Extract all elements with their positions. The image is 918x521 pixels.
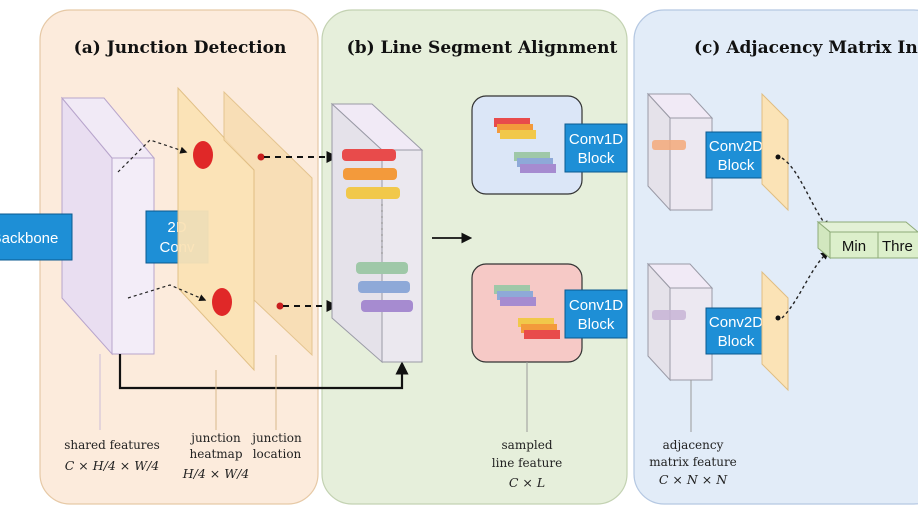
conv2d-block-top: Conv2D Block bbox=[705, 131, 767, 179]
line-features-bottom-bars bbox=[356, 262, 413, 312]
conv1d-top-label-1: Conv1D bbox=[569, 131, 623, 148]
conv2d-block-bottom: Conv2D Block bbox=[705, 307, 767, 355]
shared-to-heatmap-bottom-line bbox=[127, 284, 207, 302]
threshold-label: Thre bbox=[882, 238, 913, 255]
junction-location-caption-2: location bbox=[253, 447, 302, 461]
adjacency-caption-2: matrix feature bbox=[649, 455, 737, 469]
sampled-math: C × L bbox=[509, 475, 545, 490]
positive-branch-feature-stack bbox=[494, 118, 556, 173]
conv1d-block-bottom: Conv1D Block bbox=[564, 289, 628, 339]
junction-heatmap-math: H/4 × W/4 bbox=[182, 466, 250, 481]
top-output-dot bbox=[775, 154, 781, 160]
junction-heatmap-peak-top bbox=[193, 141, 213, 169]
junction-location-dot-bottom bbox=[276, 302, 284, 310]
line-features-top-bars bbox=[342, 149, 400, 199]
conv1d-bottom-label-1: Conv1D bbox=[569, 297, 623, 314]
conv1d-bottom-label-2: Block bbox=[578, 316, 615, 333]
adjacency-caption-1: adjacency bbox=[663, 438, 724, 452]
bottom-output-plane bbox=[761, 270, 789, 392]
conv1d-block-top: Conv1D Block bbox=[564, 123, 628, 173]
shared-features-math: C × H/4 × W/4 bbox=[65, 458, 160, 473]
conv2d-bottom-label-2: Block bbox=[718, 333, 755, 350]
bottom-output-dot bbox=[775, 315, 781, 321]
top-output-plane bbox=[761, 92, 789, 212]
panel-b-title: (b) Line Segment Alignment bbox=[347, 38, 618, 58]
negative-branch-feature-stack bbox=[494, 285, 560, 339]
sampled-caption-2: line feature bbox=[492, 456, 562, 470]
conv2d-top-label-1: Conv2D bbox=[709, 138, 763, 155]
backbone-block: Backbone bbox=[0, 213, 73, 261]
shared-features-caption: shared features bbox=[64, 438, 160, 452]
adjacency-matrix-top-block bbox=[646, 92, 714, 212]
backbone-label: Backbone bbox=[0, 230, 58, 247]
top-to-min-curve bbox=[781, 157, 830, 230]
junction-heatmap-caption-2: heatmap bbox=[189, 447, 242, 461]
min-threshold-bar: Min Thre bbox=[816, 220, 918, 260]
adjacency-math: C × N × N bbox=[659, 472, 728, 487]
junction-location-dot-top bbox=[257, 153, 265, 161]
line-feature-block bbox=[330, 102, 424, 364]
panel-a-title: (a) Junction Detection bbox=[74, 38, 287, 58]
conv2d-bottom-label-1: Conv2D bbox=[709, 314, 763, 331]
junction-heatmap-caption-1: junction bbox=[189, 431, 241, 445]
conv2d-top-label-2: Block bbox=[718, 157, 755, 174]
adjacency-matrix-bottom-block bbox=[646, 262, 714, 382]
junction-location-caption-1: junction bbox=[250, 431, 302, 445]
sampled-caption-1: sampled bbox=[502, 438, 553, 452]
conv1d-top-label-2: Block bbox=[578, 150, 615, 167]
bottom-to-min-curve bbox=[781, 250, 830, 319]
junction-heatmap-peak-bottom bbox=[212, 288, 232, 316]
panel-c-title: (c) Adjacency Matrix Infere bbox=[694, 38, 918, 58]
skip-connection-arrow bbox=[118, 354, 409, 390]
min-label: Min bbox=[842, 238, 866, 255]
